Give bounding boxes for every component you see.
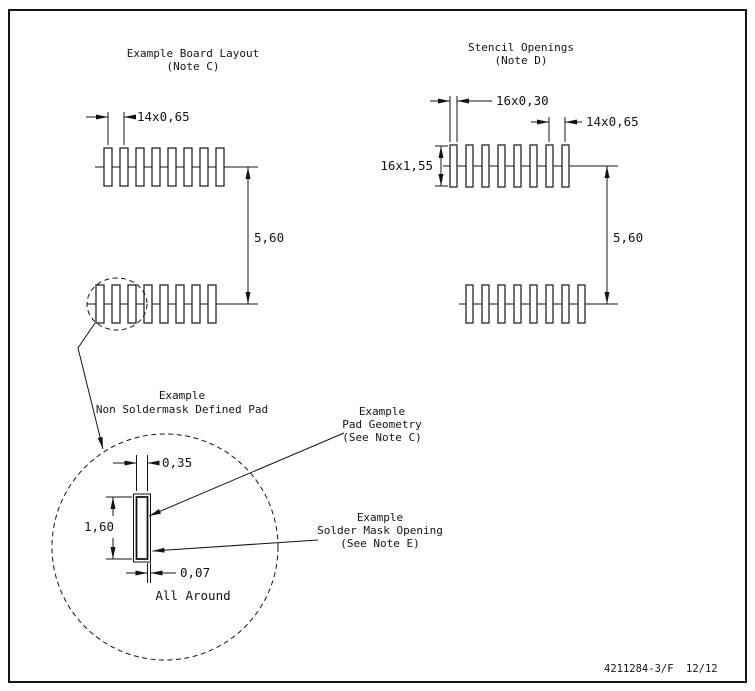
pad-callout-line1: Example [359, 405, 405, 418]
board-layout-note: (Note C) [167, 60, 220, 73]
detail-pad-height-label: 1,60 [84, 519, 114, 534]
pad-callout-line3: (See Note C) [342, 431, 421, 444]
drawing-border [8, 9, 747, 683]
pad-geometry-rect [135, 496, 149, 560]
board-layout-section: Example Board Layout (Note C) 14x0,65 5,… [77, 47, 284, 450]
board-row-spacing-label: 5,60 [254, 230, 284, 245]
stencil-row-spacing-dimension: 5,60 [604, 166, 643, 304]
stencil-opening-height-dimension: 16x1,55 [380, 145, 448, 187]
detail-section: Example Non Soldermask Defined Pad 0,35 … [51, 389, 443, 661]
detail-pad-height-dimension: 1,60 [84, 496, 132, 560]
stencil-note: (Note D) [495, 54, 548, 67]
solder-mask-opening-rect [133, 493, 151, 563]
stencil-opening-width-dimension: 16x0,30 [430, 93, 549, 142]
mask-callout-line3: (See Note E) [340, 537, 419, 550]
detail-pad-width-label: 0,35 [162, 455, 192, 470]
detail-mask-clearance-label: 0,07 [180, 565, 210, 580]
stencil-row-spacing-label: 5,60 [613, 230, 643, 245]
page-number: 12/12 [686, 663, 718, 675]
stencil-title: Stencil Openings [468, 41, 574, 54]
board-layout-title: Example Board Layout [127, 47, 259, 60]
detail-indicator-ellipse [86, 277, 148, 331]
mask-callout-line2: Solder Mask Opening [317, 524, 443, 537]
mask-callout-leader-arrow [152, 539, 319, 553]
pad-callout-line2: Pad Geometry [342, 418, 422, 431]
drawing-number: 4211284-3/F [604, 663, 674, 675]
solder-mask-callout: Example Solder Mask Opening (See Note E) [152, 511, 443, 553]
pad-callout-leader-arrow [148, 432, 345, 517]
title-block: 4211284-3/F 12/12 [604, 663, 718, 675]
board-pitch-label: 14x0,65 [137, 109, 190, 124]
detail-mask-clearance-dimension: 0,07 All Around [126, 563, 231, 603]
stencil-section: Stencil Openings (Note D) 16x0,30 14x0,6… [380, 41, 643, 324]
detail-leader-arrow [77, 322, 104, 450]
pad-geometry-callout: Example Pad Geometry (See Note C) [148, 405, 422, 517]
stencil-pitch-dimension: 14x0,65 [531, 114, 639, 142]
detail-title-line2: Non Soldermask Defined Pad [96, 403, 268, 416]
stencil-pitch-label: 14x0,65 [586, 114, 639, 129]
stencil-opening-width-label: 16x0,30 [496, 93, 549, 108]
detail-all-around-label: All Around [155, 588, 230, 603]
detail-title-line1: Example [159, 389, 205, 402]
board-row-spacing-dimension: 5,60 [245, 167, 284, 304]
stencil-opening-height-label: 16x1,55 [380, 158, 433, 173]
detail-pad-width-dimension: 0,35 [113, 455, 192, 491]
mask-callout-line1: Example [357, 511, 403, 524]
board-pitch-dimension: 14x0,65 [86, 109, 190, 145]
detail-view-circle [51, 433, 279, 661]
